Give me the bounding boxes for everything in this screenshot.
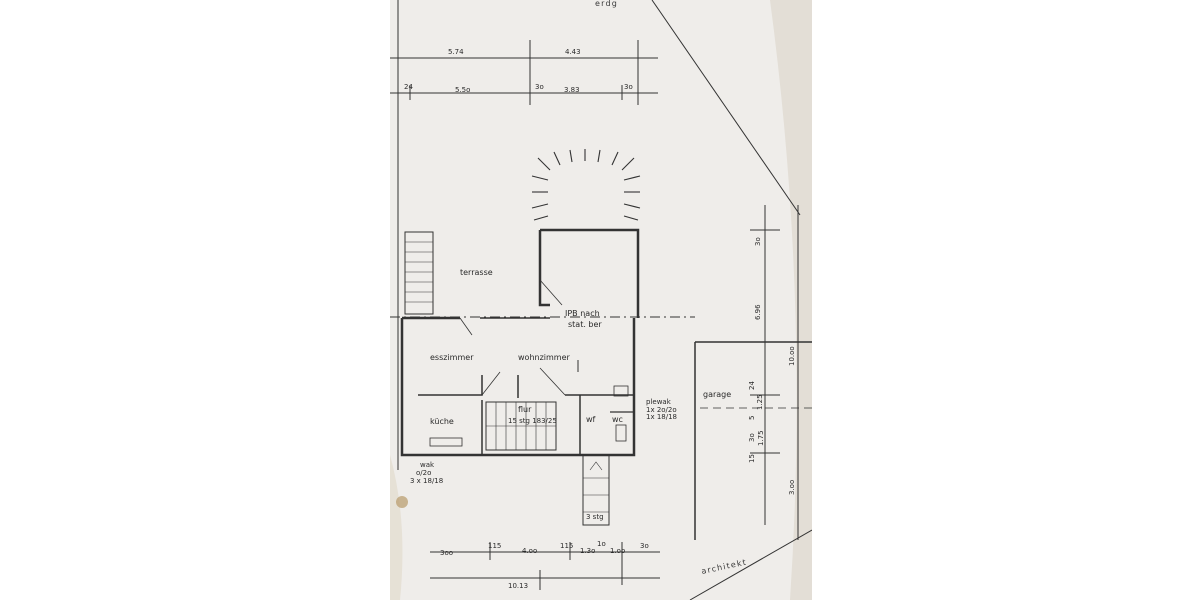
bay-window-rays: [531, 149, 641, 221]
dim-right-d: 24: [748, 381, 756, 390]
dim-bottom-g: 1.oo: [610, 547, 625, 555]
room-flur: flur: [518, 405, 532, 414]
plewak-left-1: wak: [420, 461, 435, 469]
top-word: erdg: [595, 0, 618, 8]
dim-top2-a: 24: [404, 83, 413, 91]
stain-mark: [396, 496, 408, 508]
dim-right-h: 1.75: [757, 430, 765, 446]
plewak-right-3: 1x 18/18: [646, 413, 677, 421]
dim-bottom-h: 3o: [640, 542, 649, 550]
room-terrasse: terrasse: [460, 268, 493, 277]
dim-bottom-d: 115: [560, 542, 573, 550]
dim-right-c: 10.oo: [788, 346, 796, 366]
dim-right-f: 5: [748, 416, 756, 420]
ipb-note-1: IPB nach: [565, 309, 600, 318]
dim-top2-d: 3.83: [564, 86, 580, 94]
room-kueche: küche: [430, 417, 454, 426]
dim-right-e: 1.25: [756, 394, 764, 410]
dim-top1-a: 5.74: [448, 48, 464, 56]
dim-right-j: 3.oo: [788, 480, 796, 495]
plewak-left-2: o/2o: [416, 469, 431, 477]
dim-top1-b: 4.43: [565, 48, 581, 56]
room-esszimmer: esszimmer: [430, 353, 474, 362]
floor-plan-photo: erdg 5.74 4.43 24 5.5o 3o 3.83 3o 3o 6.9…: [390, 0, 812, 600]
dim-top2-e: 3o: [624, 83, 633, 91]
plewak-left-3: 3 x 18/18: [410, 477, 443, 485]
dim-right-g: 3o: [748, 433, 756, 442]
dim-bottom-b: 115: [488, 542, 501, 550]
dim-right-a: 3o: [754, 237, 762, 246]
plewak-right-1: plewak: [646, 398, 672, 406]
dim-right-i: 15: [748, 454, 756, 463]
dim-bottom-f: 1o: [597, 540, 606, 548]
dim-right-b: 6.96: [754, 304, 762, 320]
floor-plan-drawing: erdg 5.74 4.43 24 5.5o 3o 3.83 3o 3o 6.9…: [390, 0, 812, 600]
dim-bottom-c: 4.oo: [522, 547, 537, 555]
entrance-steps: 3 stg: [586, 513, 604, 521]
dim-top2-c: 3o: [535, 83, 544, 91]
ipb-note-2: stat. ber: [568, 320, 602, 329]
dim-bottom-total: 10.13: [508, 582, 528, 590]
dim-top2-b: 5.5o: [455, 86, 470, 94]
stairs-note: 15 stg 183/25: [508, 417, 557, 425]
plewak-right-2: 1x 2o/2o: [646, 406, 677, 414]
dim-bottom-e: 1.3o: [580, 547, 595, 555]
room-wf: wf: [586, 415, 596, 424]
room-wc: wc: [612, 415, 623, 424]
room-wohnzimmer: wohnzimmer: [518, 353, 571, 362]
room-garage: garage: [703, 390, 731, 399]
dim-bottom-a: 3oo: [440, 549, 453, 557]
